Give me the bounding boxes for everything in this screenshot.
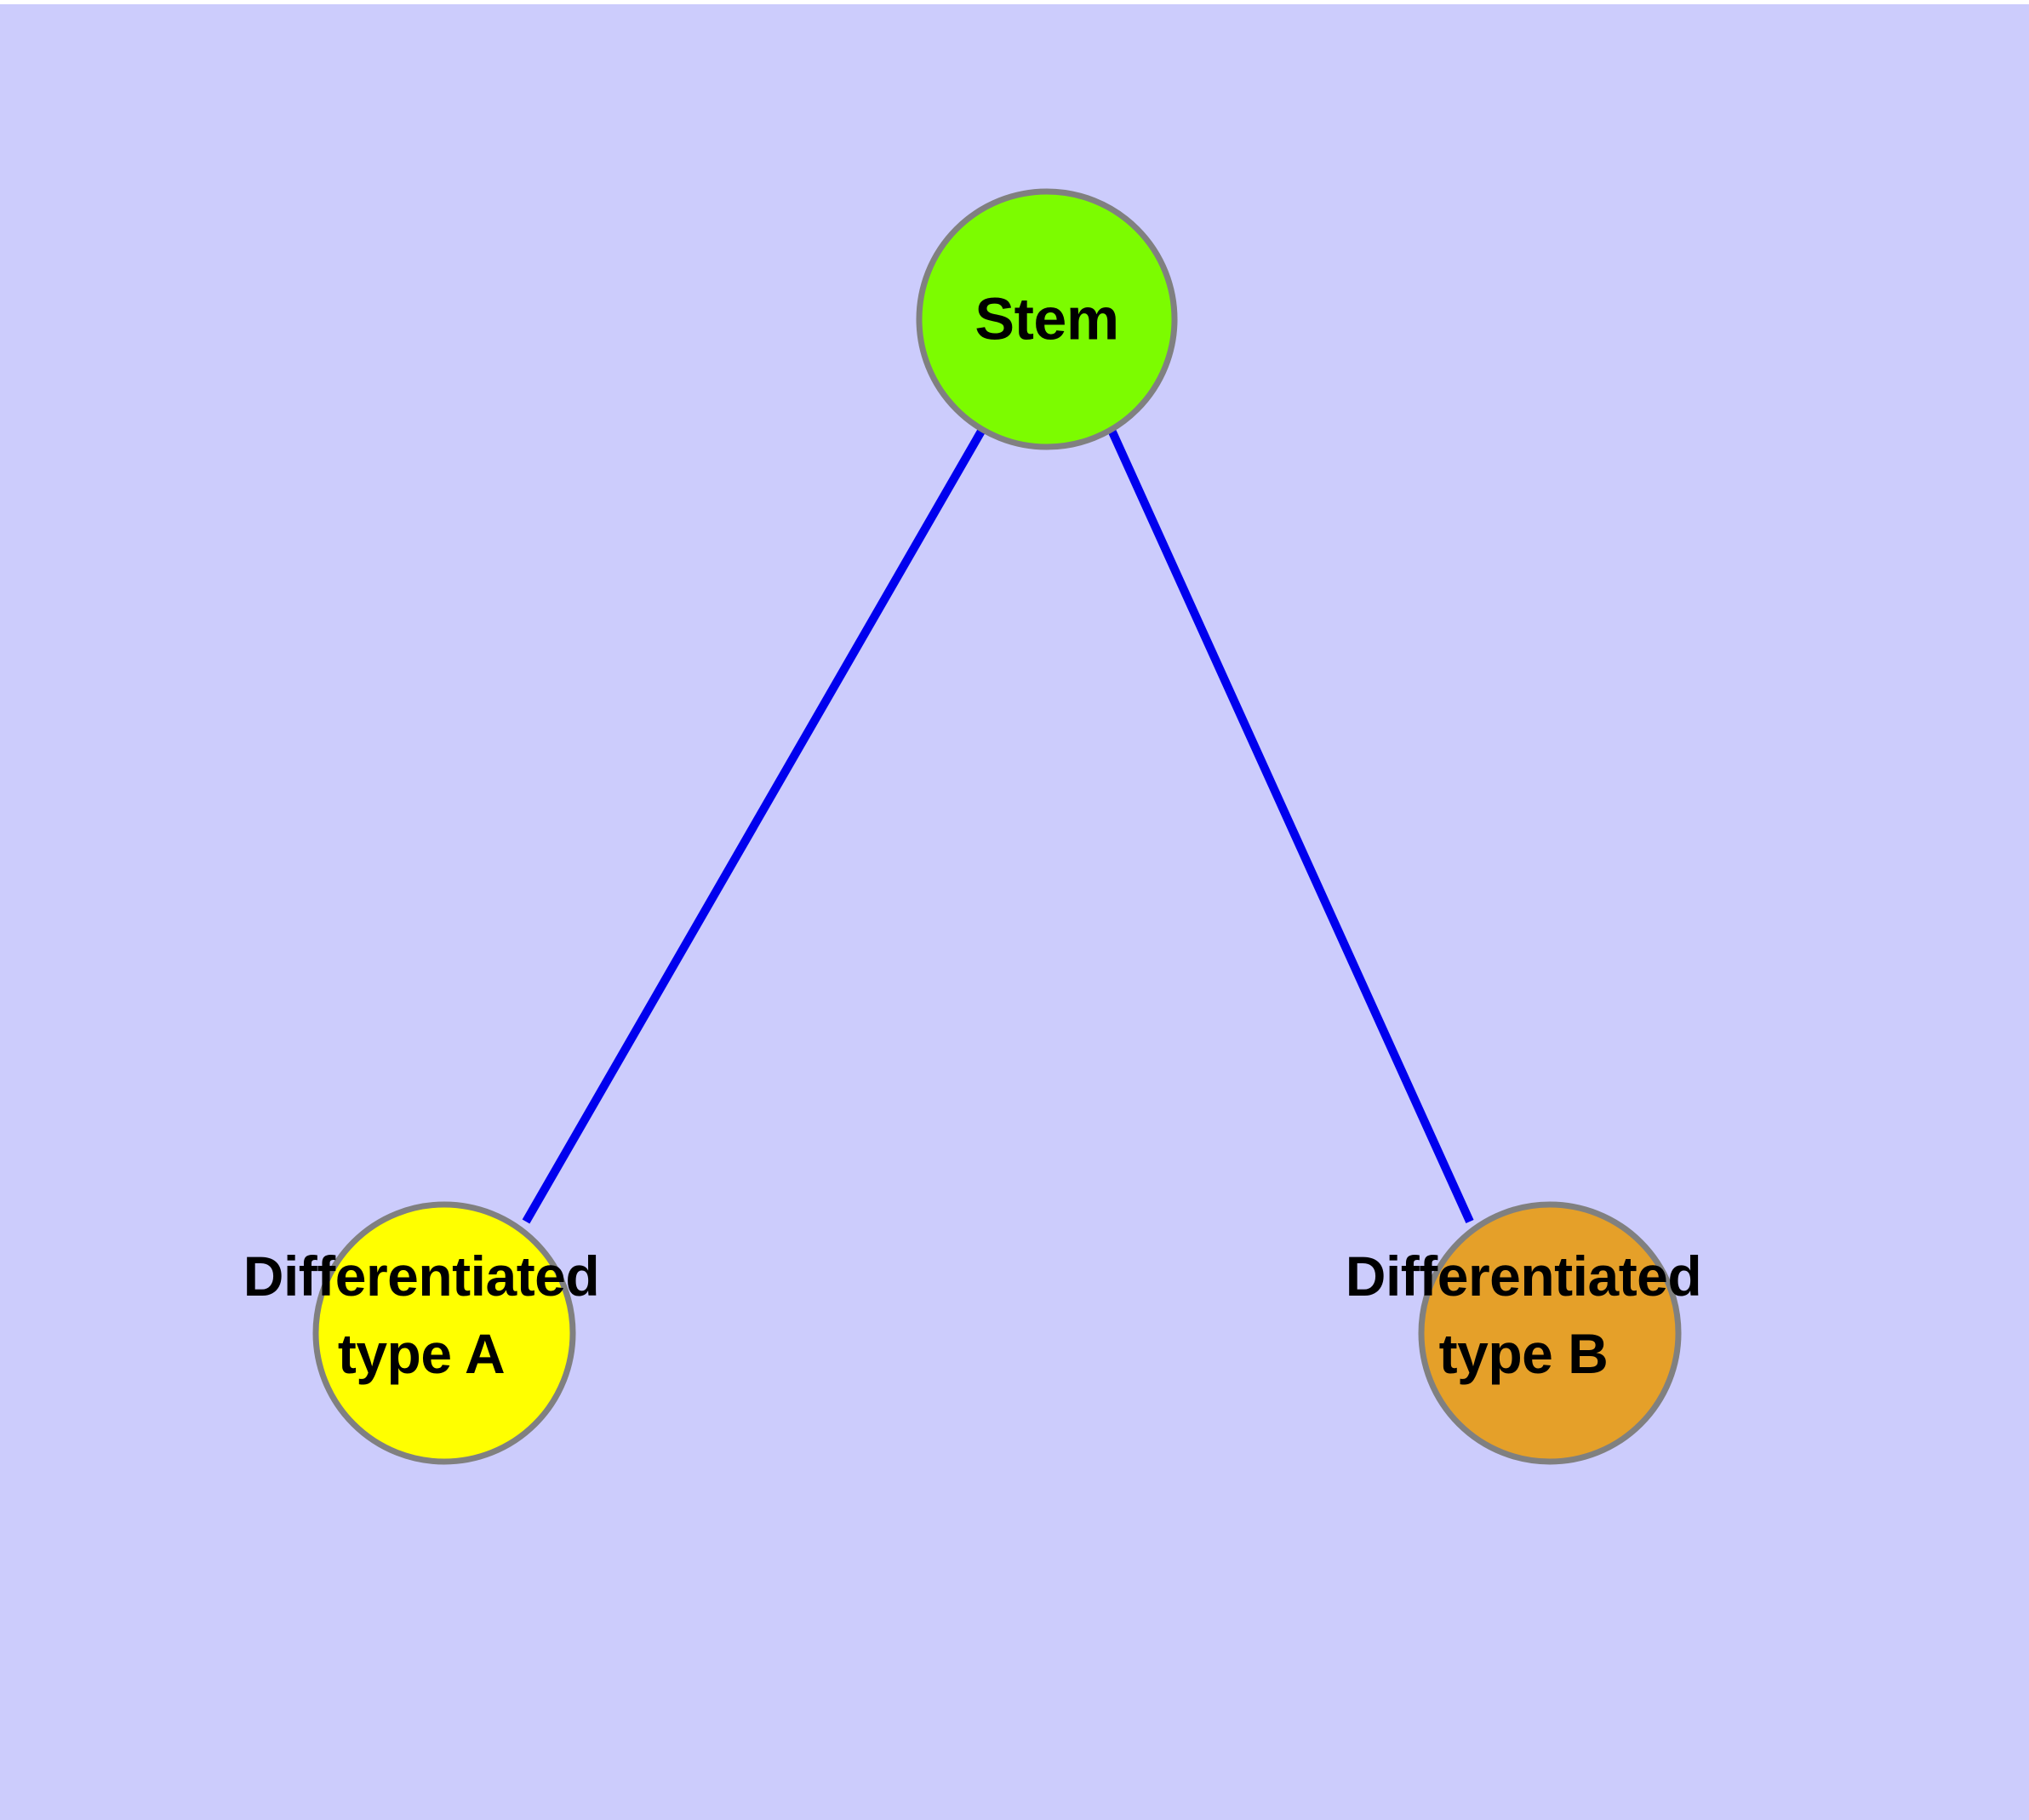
graph-svg <box>312 188 1682 1465</box>
node-layer <box>312 188 1682 1465</box>
node-circle-diff_a[interactable] <box>312 1201 576 1465</box>
edge-stem-diff-b[interactable] <box>1106 426 1474 1224</box>
node-circle-stem[interactable] <box>916 188 1178 450</box>
edge-stem-diff-a[interactable] <box>522 426 987 1224</box>
edge-layer <box>522 426 1474 1224</box>
node-circle-diff_b[interactable] <box>1418 1201 1682 1465</box>
